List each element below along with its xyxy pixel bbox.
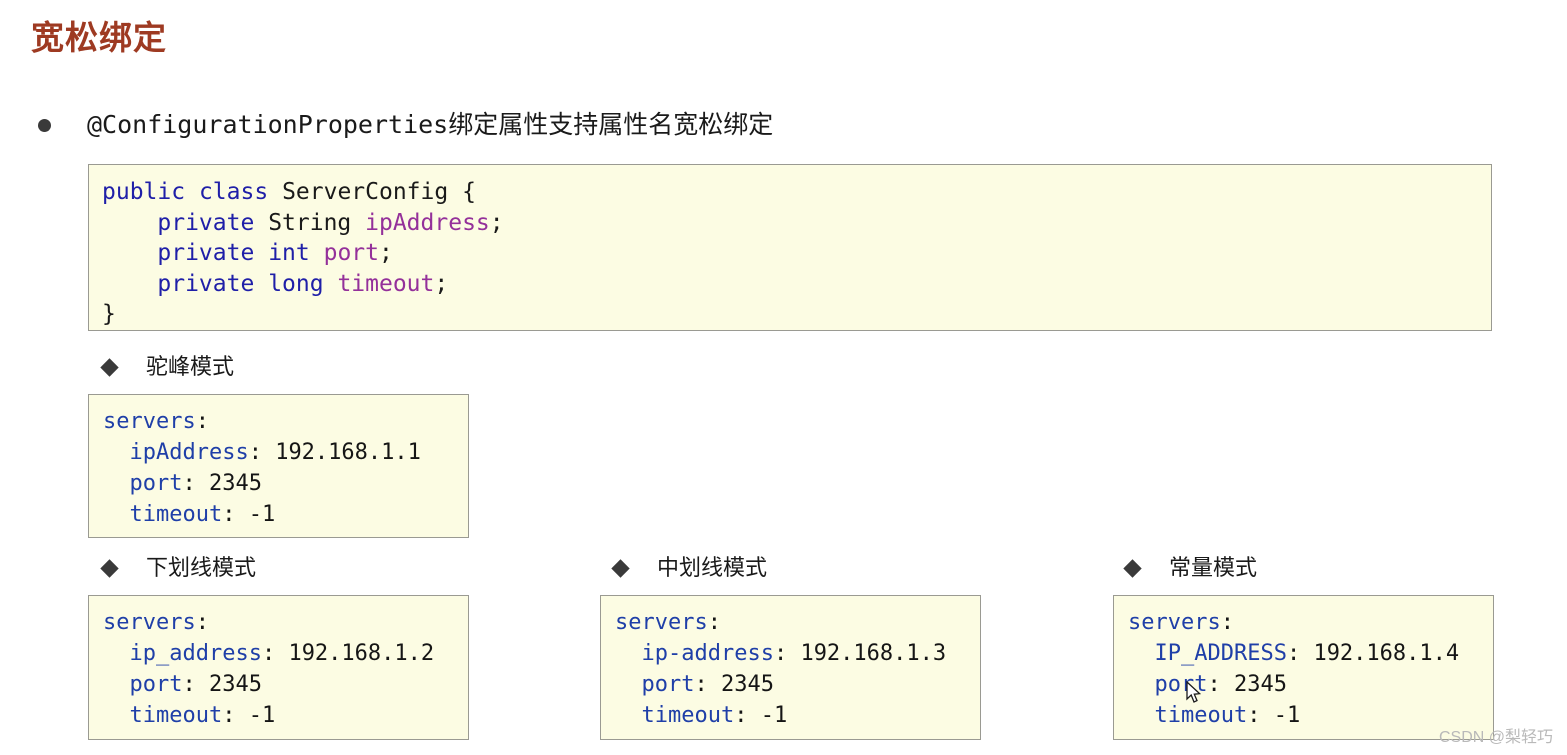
yaml-line: port: 2345: [615, 672, 774, 697]
yaml-block-constant-mode: servers: IP_ADDRESS: 192.168.1.4 port: 2…: [1113, 595, 1494, 740]
yaml-line: port: 2345: [103, 471, 262, 496]
subhead-hyphen-mode: 中划线模式: [611, 553, 768, 583]
subhead-label: 驼峰模式: [146, 354, 235, 379]
yaml-block-hyphen-mode: servers: ip-address: 192.168.1.3 port: 2…: [600, 595, 981, 740]
code-line: public class ServerConfig {: [102, 179, 476, 205]
yaml-line: ip_address: 192.168.1.2: [103, 641, 435, 666]
diamond-bullet-icon: [100, 558, 119, 578]
yaml-line: port: 2345: [1128, 672, 1287, 697]
yaml-block-camel-mode: servers: ipAddress: 192.168.1.1 port: 23…: [88, 394, 469, 538]
page-title: 宽松绑定: [31, 19, 167, 56]
watermark: CSDN @梨轻巧: [1438, 729, 1553, 746]
subhead-camel-mode: 驼峰模式: [100, 352, 235, 382]
diamond-bullet-icon: [1123, 558, 1142, 578]
subhead-underscore-mode: 下划线模式: [100, 553, 257, 583]
yaml-line: servers:: [1128, 610, 1234, 635]
code-line: private int port;: [157, 240, 393, 266]
yaml-line: ip-address: 192.168.1.3: [615, 641, 947, 666]
yaml-line: port: 2345: [103, 672, 262, 697]
diamond-bullet-icon: [100, 357, 119, 377]
bullet-dot-icon: [38, 118, 51, 132]
yaml-line: servers:: [103, 610, 209, 635]
yaml-line: servers:: [615, 610, 721, 635]
subhead-label: 中划线模式: [657, 555, 768, 580]
diamond-bullet-icon: [611, 558, 630, 578]
code-line: }: [102, 301, 116, 327]
subhead-label: 常量模式: [1169, 555, 1258, 580]
yaml-line: timeout: -1: [103, 502, 276, 527]
subhead-constant-mode: 常量模式: [1123, 553, 1258, 583]
yaml-line: IP_ADDRESS: 192.168.1.4: [1128, 641, 1460, 666]
java-code-block: public class ServerConfig { private Stri…: [88, 164, 1492, 331]
yaml-block-underscore-mode: servers: ip_address: 192.168.1.2 port: 2…: [88, 595, 469, 740]
subhead-label: 下划线模式: [146, 555, 257, 580]
bullet-text: @ConfigurationProperties绑定属性支持属性名宽松绑定: [87, 110, 774, 139]
yaml-line: timeout: -1: [1128, 703, 1301, 728]
bullet-row: @ConfigurationProperties绑定属性支持属性名宽松绑定: [38, 108, 773, 142]
code-line: private String ipAddress;: [157, 209, 504, 236]
yaml-line: timeout: -1: [615, 703, 788, 728]
yaml-line: ipAddress: 192.168.1.1: [103, 440, 421, 465]
yaml-line: timeout: -1: [103, 703, 276, 728]
yaml-line: servers:: [103, 409, 209, 434]
code-line: private long timeout;: [157, 270, 449, 297]
